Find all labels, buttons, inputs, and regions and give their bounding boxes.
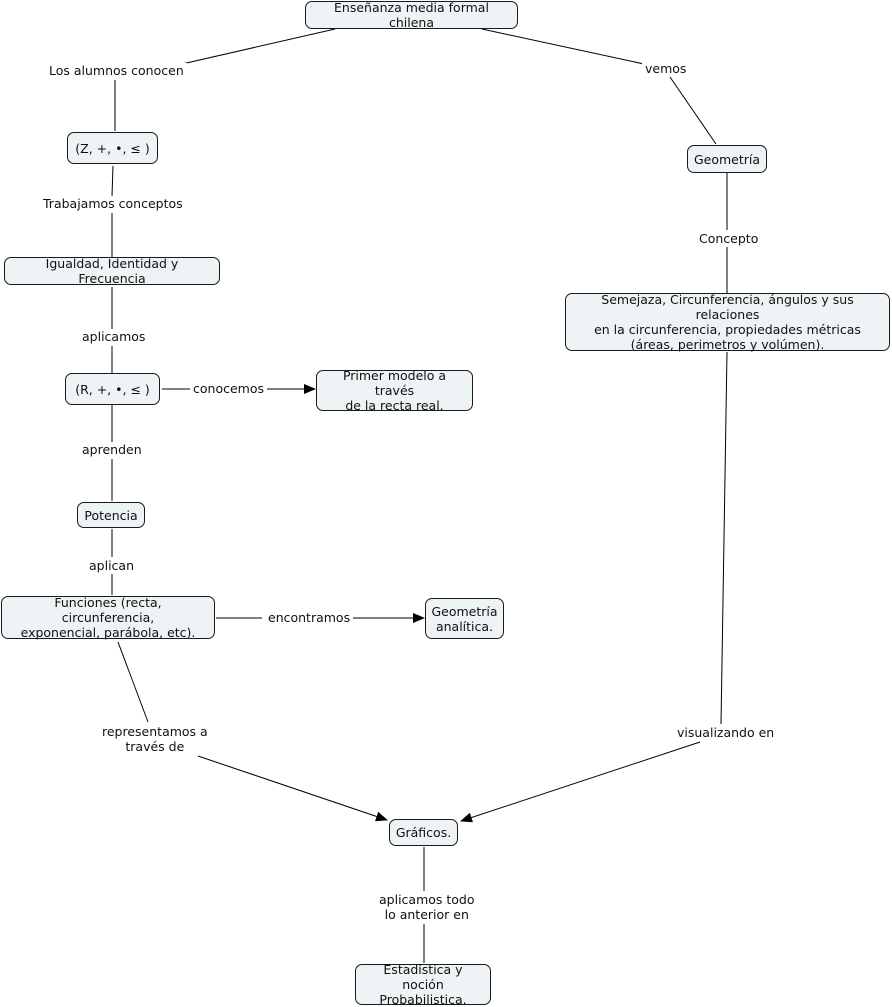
link-los-alumnos-conocen: Los alumnos conocen [46, 63, 187, 78]
concept-r-structure[interactable]: (R, +, •, ≤ ) [65, 373, 160, 405]
concept-geometria[interactable]: Geometría [687, 145, 767, 173]
edge-visualizando-to-graficos [460, 741, 701, 823]
concept-ensenanza-media[interactable]: Enseñanza media formal chilena [305, 0, 518, 30]
concept-potencia[interactable]: Potencia [77, 502, 145, 528]
link-concepto: Concepto [696, 231, 762, 246]
edge-vemos-to-geometria [669, 76, 717, 145]
link-aplicamos-todo: aplicamos todo lo anterior en [376, 892, 478, 922]
concept-primer-modelo[interactable]: Primer modelo a través de la recta real. [316, 368, 473, 413]
link-trabajamos-conceptos: Trabajamos conceptos [40, 196, 186, 211]
concept-graficos[interactable]: Gráficos. [389, 819, 458, 846]
link-conocemos: conocemos [190, 381, 267, 396]
link-vemos: vemos [642, 61, 690, 76]
edge-root-to-alumnos [181, 28, 336, 65]
concept-semejanza[interactable]: Semejaza, Circunferencia, ángulos y sus … [565, 292, 890, 352]
concept-estadistica[interactable]: Estadística y noción Probabilistica. [355, 962, 491, 1007]
link-aprenden: aprenden [79, 442, 145, 457]
concept-z-structure[interactable]: (Z, +, •, ≤ ) [67, 132, 158, 164]
link-aplican: aplican [86, 558, 137, 573]
edge-representamos-to-graficos [197, 755, 388, 822]
edge-semejanza-to-visualizando [720, 351, 728, 725]
link-encontramos: encontramos [265, 610, 354, 625]
link-visualizando-en: visualizando en [674, 725, 778, 740]
link-representamos: representamos a través de [99, 724, 211, 754]
concept-funciones[interactable]: Funciones (recta, circunferencia, expone… [1, 595, 215, 640]
link-aplicamos: aplicamos [79, 329, 149, 344]
concept-geometria-analitica[interactable]: Geometría analítica. [425, 598, 504, 639]
edge-root-to-vemos [481, 28, 645, 65]
concept-igualdad[interactable]: Igualdad, Identidad y Frecuencia [4, 256, 220, 286]
edge-funciones-to-representamos [117, 641, 149, 723]
edge-z-to-trabajamos [111, 165, 114, 197]
